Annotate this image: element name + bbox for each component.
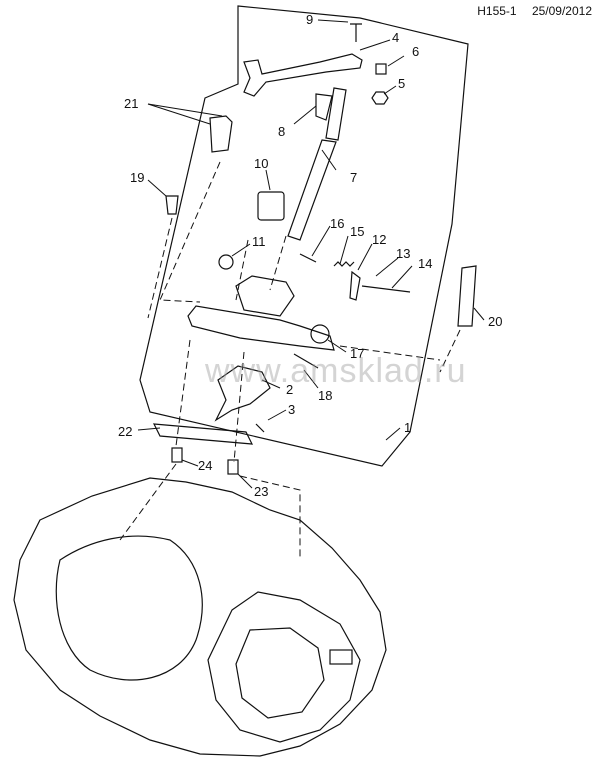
assembly-frame: [139, 5, 469, 467]
callout-10: 10: [254, 156, 268, 171]
callout-23: 23: [254, 484, 268, 499]
part-15-spring: [333, 261, 355, 267]
callout-4: 4: [392, 30, 399, 45]
callout-16: 16: [330, 216, 344, 231]
shaft-bracket: [315, 93, 333, 121]
part-24-dowel: [171, 447, 183, 463]
callout-24: 24: [198, 458, 212, 473]
part-6-block: [375, 63, 387, 75]
callout-5: 5: [398, 76, 405, 91]
part-5-nut: [371, 91, 389, 105]
watermark: www.amsklad.ru: [205, 352, 467, 390]
gearbox-label-plate: [329, 649, 353, 665]
part-23-dowel: [227, 459, 239, 475]
callout-11: 11: [252, 234, 266, 249]
part-3-screw: [255, 423, 265, 433]
callout-21: 21: [124, 96, 138, 111]
callout-6: 6: [412, 44, 419, 59]
callout-3: 3: [288, 402, 295, 417]
callout-12: 12: [372, 232, 386, 247]
callout-18: 18: [318, 388, 332, 403]
shift-lever: [243, 53, 363, 97]
shift-shaft: [287, 139, 337, 241]
gearbox-casing: [13, 477, 387, 757]
part-13-14-pin: [361, 285, 411, 293]
callout-15: 15: [350, 224, 364, 239]
diagram-code: H155-1: [477, 4, 517, 18]
part-10-switch: [257, 191, 285, 221]
diagram-header: H155-1 25/09/2012: [477, 4, 592, 18]
part-18-bolt: [293, 353, 319, 369]
diagram-date: 25/09/2012: [531, 4, 592, 18]
callout-20: 20: [488, 314, 502, 329]
callout-19: 19: [130, 170, 144, 185]
part-11-grommet: [218, 254, 234, 270]
callout-1: 1: [404, 420, 411, 435]
part-16-pin: [299, 253, 317, 263]
part-9-bolt: [350, 23, 362, 42]
callout-9: 9: [306, 12, 313, 27]
callout-2: 2: [286, 382, 293, 397]
callout-7: 7: [350, 170, 357, 185]
part-20-long-bolt: [457, 265, 477, 327]
callout-13: 13: [396, 246, 410, 261]
part-21-plug: [209, 115, 233, 153]
callout-8: 8: [278, 124, 285, 139]
part-22-gasket: [152, 423, 254, 445]
callout-14: 14: [418, 256, 432, 271]
callout-22: 22: [118, 424, 132, 439]
part-17-seal: [310, 324, 330, 344]
callout-17: 17: [350, 346, 364, 361]
part-12-lever: [349, 270, 361, 301]
part-2-fork: [214, 365, 271, 422]
part-19-bolt: [165, 195, 179, 215]
